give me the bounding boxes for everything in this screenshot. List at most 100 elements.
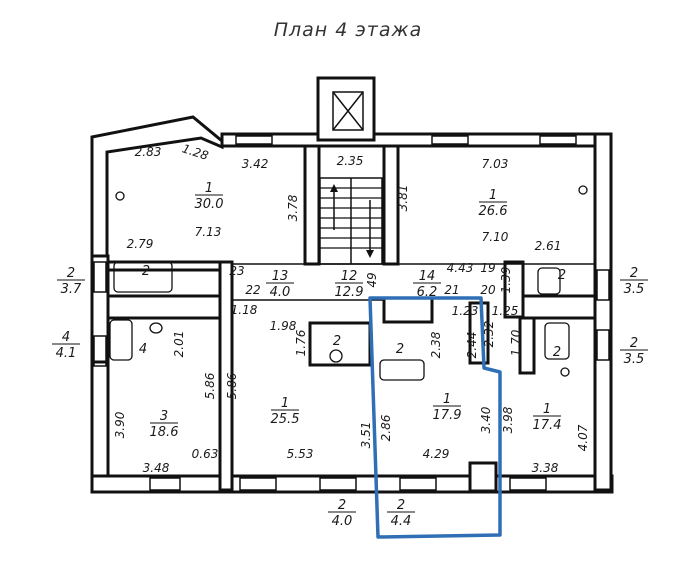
room-area: 26.6 (479, 204, 508, 219)
dimension-label-l-586a: 5.86 (203, 372, 217, 399)
room-label-r-bath-right2: 2 (553, 345, 561, 360)
room-number: 13 (272, 269, 289, 284)
room-number: 2 (142, 264, 150, 279)
dimension-label-l-235: 2.35 (337, 154, 364, 168)
dimension-label-l-342: 3.42 (242, 157, 269, 171)
dimension-label-l-378: 3.78 (286, 194, 300, 221)
dimension-label-l-232: 2.32 (482, 321, 496, 348)
dimension-label-l-283: 2.83 (135, 145, 162, 159)
dimension-label-l-261: 2.61 (535, 239, 562, 253)
dimension-label-l-390: 3.90 (113, 411, 127, 438)
room-area: 3.5 (624, 352, 645, 367)
room-area: 4.0 (332, 514, 353, 529)
room-number: 2 (558, 268, 566, 283)
dimension-label-l-586b: 5.86 (225, 372, 239, 399)
room-area: 12.9 (335, 285, 364, 300)
room-number: 2 (630, 266, 638, 281)
room-label-r-bath-right: 2 (558, 268, 566, 283)
room-number: 2 (338, 498, 346, 513)
room-label-r-ext-left-top: 23.7 (57, 266, 85, 297)
dimension-label-l-125: 1.25 (492, 304, 519, 318)
dimension-label-l-703: 7.03 (482, 157, 509, 171)
room-number: 14 (419, 269, 436, 284)
dimension-label-l-19: 19 (480, 261, 495, 275)
room-area: 4.0 (270, 285, 291, 300)
dimension-label-l-710: 7.10 (482, 230, 509, 244)
elevator-cross-icon (332, 91, 364, 131)
dimension-label-l-118: 1.18 (231, 303, 258, 317)
dimension-label-l-381: 3.81 (396, 185, 410, 212)
room-label-r-balcony-2: 24.4 (387, 498, 415, 529)
room-label-r-room-174: 117.4 (533, 402, 562, 433)
room-area: 30.0 (195, 197, 224, 212)
dimension-label-l-348: 3.48 (143, 461, 170, 475)
room-number: 1 (205, 181, 213, 196)
dimension-label-l-553: 5.53 (287, 447, 314, 461)
room-number: 1 (443, 392, 451, 407)
room-label-r-ext-left-mid: 44.1 (52, 330, 80, 361)
dimension-label-l-21: 21 (444, 283, 459, 297)
room-label-r-14: 146.2 (413, 269, 441, 300)
dimension-label-l-139: 1.39 (499, 267, 513, 294)
dimension-label-l-201: 2.01 (172, 331, 186, 358)
room-label-r-main-right: 126.6 (479, 188, 508, 219)
room-label-r-wc-4: 4 (139, 342, 147, 357)
dimension-label-l-338: 3.38 (532, 461, 559, 475)
room-number: 1 (489, 188, 497, 203)
fixtures (109, 185, 588, 381)
dimension-label-l-713: 7.13 (195, 225, 222, 239)
dimension-label-l-49: 49 (365, 272, 379, 287)
room-number: 2 (67, 266, 75, 281)
room-number: 4 (62, 330, 70, 345)
dimension-label-l-128: 1.28 (180, 141, 210, 163)
windows (93, 135, 610, 491)
plan-title: План 4 этажа (274, 19, 423, 41)
room-number: 2 (630, 336, 638, 351)
dimension-label-l-398: 3.98 (501, 406, 515, 433)
room-label-r-13: 134.0 (266, 269, 294, 300)
room-number: 1 (281, 396, 289, 411)
room-number: 2 (397, 498, 405, 513)
dimension-label-l-23: 23 (229, 264, 244, 278)
room-area: 3.5 (624, 282, 645, 297)
dimension-label-l-198: 1.98 (270, 319, 297, 333)
dimension-label-l-176: 1.76 (294, 329, 308, 356)
room-number: 3 (160, 409, 168, 424)
room-label-r-ext-right-mid: 23.5 (620, 336, 648, 367)
room-number: 2 (396, 342, 404, 357)
dimension-label-l-286: 2.86 (379, 414, 393, 441)
dimension-label-l-123: 1.23 (452, 304, 479, 318)
interior-walls (106, 144, 597, 493)
room-number: 1 (543, 402, 551, 417)
room-number: 2 (333, 334, 341, 349)
room-area: 4.1 (56, 346, 77, 361)
room-area: 3.7 (61, 282, 82, 297)
room-label-r-ext-right-top: 23.5 (620, 266, 648, 297)
room-number: 4 (139, 342, 147, 357)
stairs-icon (319, 177, 383, 265)
room-label-r-bath-mid: 2 (333, 334, 341, 349)
dimension-label-l-22: 22 (245, 283, 260, 297)
room-number: 12 (341, 269, 358, 284)
highlighted-unit-outline (368, 296, 502, 539)
room-area: 6.2 (417, 285, 438, 300)
dimension-label-l-063: 0.63 (192, 447, 219, 461)
room-area: 17.4 (533, 418, 562, 433)
room-label-r-main-left: 130.0 (195, 181, 224, 212)
room-label-r-bath-left: 2 (142, 264, 150, 279)
room-number: 2 (553, 345, 561, 360)
room-area: 17.9 (433, 408, 462, 423)
room-label-r-balcony-1: 24.0 (328, 498, 356, 529)
dimension-label-l-238: 2.38 (429, 331, 443, 358)
dimension-label-l-351: 3.51 (359, 422, 373, 449)
dimension-label-l-429: 4.29 (423, 447, 450, 461)
room-area: 25.5 (271, 412, 300, 427)
dimension-label-l-244: 2.44 (465, 332, 479, 359)
dimension-label-l-340: 3.40 (479, 406, 493, 433)
room-label-r-bath-mid2: 2 (396, 342, 404, 357)
room-area: 4.4 (391, 514, 412, 529)
